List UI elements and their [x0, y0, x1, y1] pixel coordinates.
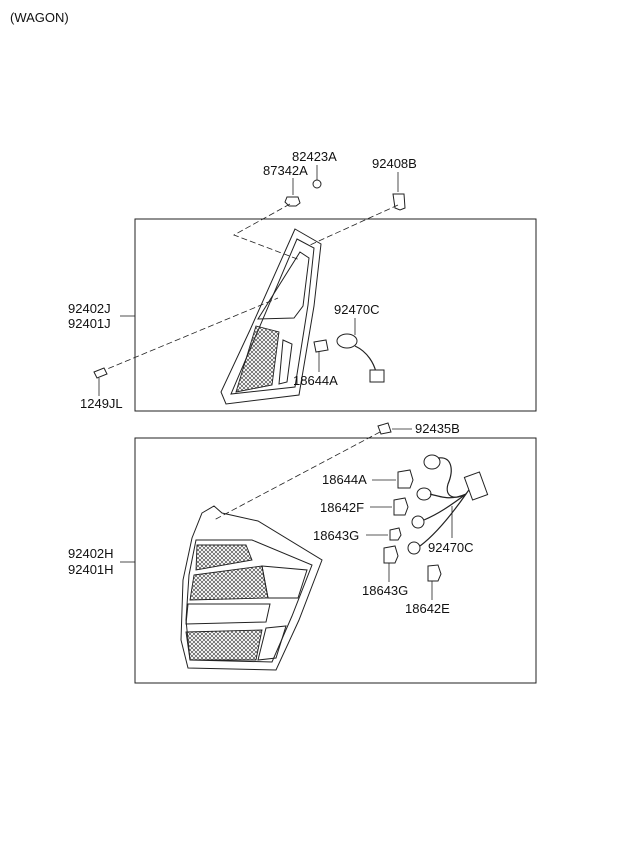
socket-lower-2 [416, 487, 432, 501]
label-92401H: 92401H [68, 562, 114, 577]
upper-tail-lamp-inner [230, 238, 315, 395]
bulb-18643G-bottom [383, 545, 399, 564]
upper-assembly-frame [134, 218, 537, 412]
upper-connector [369, 369, 385, 383]
lower-lamp-hatch-mid [189, 565, 269, 601]
label-92401J: 92401J [68, 316, 111, 331]
dashed-line-screw [99, 297, 279, 373]
lower-tail-lamp-outline [180, 505, 323, 671]
upper-tail-lamp-outline [220, 228, 322, 405]
label-18643G-left: 18643G [313, 528, 359, 543]
label-92470C-lower: 92470C [428, 540, 474, 555]
upper-lamp-lens-top [257, 251, 310, 320]
lower-lamp-hatch-bottom [185, 629, 263, 661]
socket-lower-4 [407, 541, 421, 555]
label-18644A-lower: 18644A [322, 472, 367, 487]
upper-lamp-side-lens [278, 339, 293, 385]
lower-lamp-lens-mid [261, 565, 308, 599]
bulb-18643G-left [389, 527, 402, 541]
socket-lower-3 [411, 515, 425, 529]
lower-harness-wire-d [419, 493, 467, 547]
label-82423A: 82423A [292, 149, 337, 164]
lower-connector [463, 471, 489, 501]
bulb-18642E [427, 564, 442, 582]
upper-bulb-18644A [313, 339, 329, 353]
label-92435B: 92435B [415, 421, 460, 436]
label-18642E: 18642E [405, 601, 450, 616]
dashed-line-lower-nut [213, 431, 381, 521]
washer-82423A [312, 179, 322, 189]
nut-92408B [392, 193, 406, 211]
bulb-18644A-lower [397, 469, 414, 489]
label-18642F: 18642F [320, 500, 364, 515]
label-92408B: 92408B [372, 156, 417, 171]
lower-lamp-side-lens [257, 625, 287, 661]
dashed-line-nut [309, 204, 399, 246]
label-18643G-bottom: 18643G [362, 583, 408, 598]
clip-87342A [284, 196, 301, 207]
bulb-18642F [393, 497, 409, 516]
upper-harness-wire [354, 345, 377, 373]
label-92402H: 92402H [68, 546, 114, 561]
lower-harness-wire-c [423, 493, 467, 521]
lower-harness-wire-a [437, 457, 467, 498]
label-92402J: 92402J [68, 301, 111, 316]
upper-lamp-reflector-hatch [235, 325, 280, 393]
lower-lamp-inner [185, 539, 313, 663]
lower-harness-wire-b [429, 493, 467, 499]
label-92470C-upper: 92470C [334, 302, 380, 317]
upper-socket-92470C [336, 333, 358, 349]
label-87342A: 87342A [263, 163, 308, 178]
lower-lamp-band [185, 603, 271, 625]
label-1249JL: 1249JL [80, 396, 123, 411]
label-18644A-upper: 18644A [293, 373, 338, 388]
lower-assembly-frame [134, 437, 537, 684]
nut-92435B [377, 422, 392, 435]
lower-lamp-hatch-top [195, 544, 253, 571]
variant-label: (WAGON) [10, 10, 69, 25]
dashed-line-clip [233, 203, 301, 261]
screw-1249JL-head [93, 367, 108, 379]
socket-lower-1 [423, 454, 441, 470]
